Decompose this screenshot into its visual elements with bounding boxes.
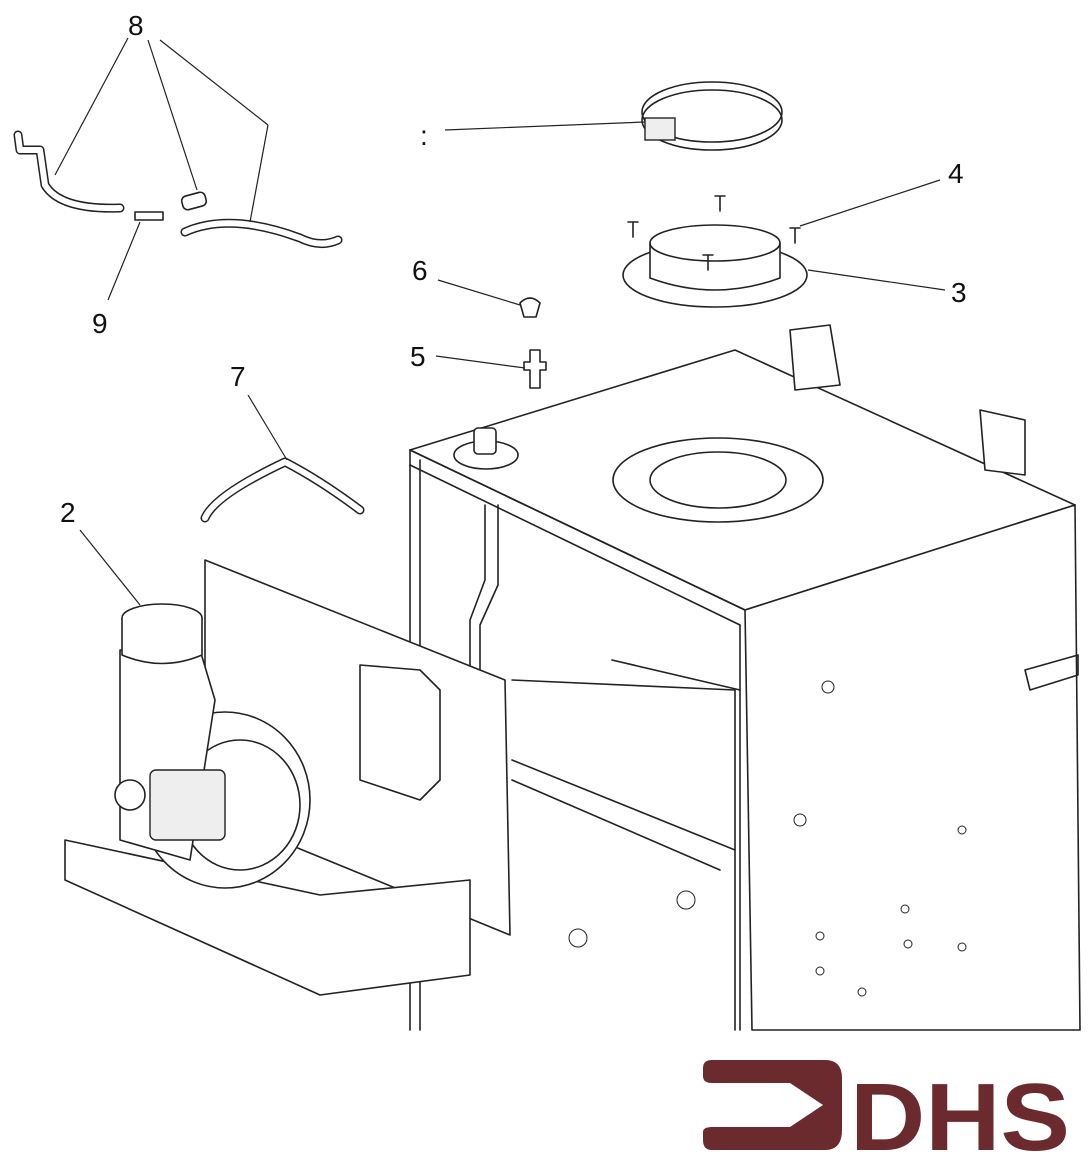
boiler-cabinet xyxy=(409,324,1081,1031)
callout-9: 9 xyxy=(92,308,108,339)
callout-2: 2 xyxy=(60,497,76,528)
callout-8: 8 xyxy=(128,10,144,41)
callout-1: : xyxy=(420,120,428,151)
callout-4: 4 xyxy=(948,158,964,189)
flue-adaptor-ring xyxy=(622,195,808,308)
sensor-part-5 xyxy=(523,349,547,389)
sight-glass-part-6 xyxy=(519,297,541,318)
hoses xyxy=(13,130,365,523)
callout-5: 5 xyxy=(410,341,426,372)
fitting-part-9 xyxy=(134,211,164,221)
dhs-logo: DHS xyxy=(703,1060,1070,1170)
callout-6: 6 xyxy=(412,255,428,286)
logo-arrow-icon xyxy=(703,1060,842,1150)
fan-assembly xyxy=(64,559,511,996)
callout-7: 7 xyxy=(230,361,246,392)
callout-3: 3 xyxy=(951,277,967,308)
leader-lines xyxy=(54,37,946,606)
logo-text: DHS xyxy=(850,1064,1070,1170)
clamp-band xyxy=(641,81,783,151)
screws xyxy=(627,195,801,271)
